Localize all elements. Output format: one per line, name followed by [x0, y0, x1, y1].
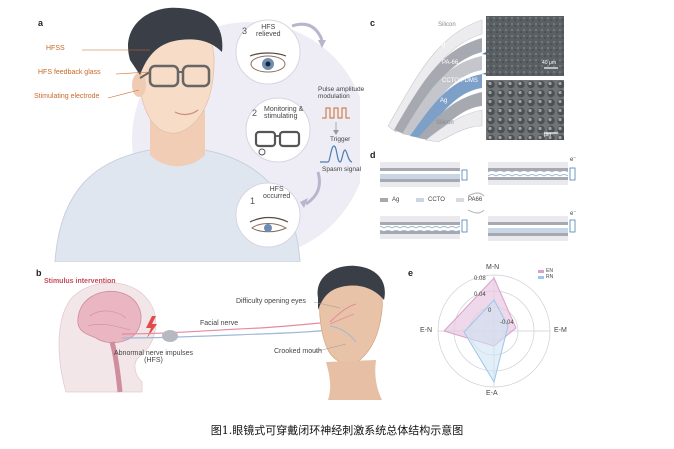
label-stimulating-electrode: Stimulating electrode [34, 93, 100, 100]
pulse-modulation-label: Pulse amplitude modulation [318, 86, 365, 100]
panel-b: b Stimulus intervention Facial nerve Abn… [30, 264, 420, 400]
radar-chart [437, 270, 551, 388]
spasm-waveform [320, 145, 353, 163]
step-3-number: 3 [242, 26, 248, 36]
mouth [174, 109, 199, 116]
layer-ag-top: Ag [438, 42, 446, 48]
step-2-number: 2 [252, 108, 258, 118]
glasses-right-lens [181, 64, 211, 88]
charge-label-top: e⁻ [570, 157, 577, 163]
radar-series-rn [463, 299, 509, 384]
figure-caption: 图1.眼镜式可穿戴闭环神经刺激系统总体结构示意图 [210, 424, 464, 437]
crooked-mouth-label: Crooked mouth [274, 348, 322, 355]
step-1-text: HFS occurred [263, 186, 291, 200]
panel-e: e M-N E-M E-A E-N 0.08 0.04 0 -0.04 EN R… [404, 256, 584, 406]
panel-b-illustration [58, 265, 385, 400]
layer-silicon-top: Silicon [438, 22, 456, 28]
layer-stack [387, 19, 488, 143]
layer-pa66: PA-66 [442, 60, 459, 66]
panel-c: c Silicon Ag PA-66 CCTO/PDMS Ag Silicon … [368, 10, 568, 143]
legend-ag: Ag [392, 197, 400, 203]
step-3-text: HFS relieved [256, 24, 281, 38]
hair [128, 7, 223, 75]
layer-silicon-bottom: Silicon [436, 120, 454, 126]
patient-hair [317, 265, 385, 310]
legend-rn: RN [546, 274, 554, 280]
panel-a: a [0, 0, 364, 262]
trigger-label: Trigger [330, 136, 351, 143]
triboelectric-cycle [380, 162, 576, 241]
glasses-left-lens [148, 64, 180, 88]
facial-nerve-label: Facial nerve [200, 320, 239, 327]
pulse-waveform [322, 107, 350, 119]
layer-ccto-pdms: CCTO/PDMS [442, 78, 478, 84]
axis-label-em: E-M [554, 327, 567, 334]
glasses-temple [139, 71, 151, 79]
label-hfs-feedback-glass: HFS feedback glass [38, 69, 101, 76]
step-2-text: Monitoring & stimulating [264, 106, 304, 120]
legend-en: EN [546, 268, 553, 274]
panel-e-letter: e [408, 268, 414, 278]
axis-label-mn: M-N [486, 264, 500, 271]
lightning-icon [146, 316, 157, 338]
sem-scale-top: 40 μm [542, 60, 556, 66]
axis-label-ea: E-A [486, 390, 498, 397]
step-3-circle [235, 19, 301, 85]
tick-008: 0.08 [474, 276, 486, 282]
patient-neck [326, 360, 382, 400]
axis-label-en: E-N [420, 327, 433, 334]
panel-d-letter: d [370, 150, 376, 160]
panel-c-letter: c [370, 18, 376, 28]
step-1-number: 1 [250, 196, 256, 206]
legend-pa66: PA66 [468, 197, 483, 203]
sem-image-top [486, 16, 564, 76]
stimulus-intervention-label: Stimulus intervention [44, 278, 116, 285]
brain [77, 290, 142, 344]
panel-d: d [368, 148, 578, 248]
facial-nerve-path [121, 321, 331, 335]
difficulty-opening-eyes-label: Difficulty opening eyes [236, 298, 306, 305]
panel-a-letter: a [38, 18, 44, 28]
panel-a-illustration [54, 7, 360, 262]
tick-minus-004: -0.04 [500, 320, 514, 326]
tick-0: 0 [488, 308, 492, 314]
legend-ccto: CCTO [428, 197, 445, 203]
charge-label-bottom: e⁻ [570, 211, 577, 217]
sem-scale-bottom: μm [544, 132, 552, 138]
abnormal-impulses-label: Abnormal nerve impulses (HFS) [114, 350, 193, 364]
spasm-signal-label: Spasm signal [322, 166, 362, 173]
layer-ag-bottom: Ag [440, 98, 448, 104]
label-hfss: HFSS [46, 45, 65, 52]
sem-image-bottom [486, 80, 564, 140]
panel-b-letter: b [36, 268, 42, 278]
step-1-circle [235, 182, 301, 248]
tick-004: 0.04 [474, 292, 486, 298]
